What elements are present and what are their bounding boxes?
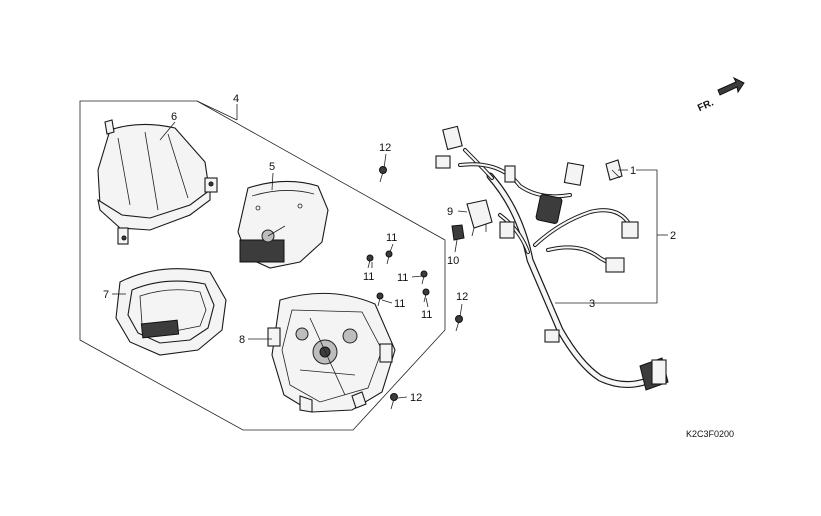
relay-holder — [451, 224, 465, 241]
screw-icon — [366, 254, 374, 269]
callout-4: 4 — [233, 93, 239, 105]
callout-1: 1 — [630, 165, 636, 177]
callout-12-b: 12 — [456, 291, 468, 303]
figure-code: K2C3F0200 — [686, 429, 734, 439]
callout-11-e: 11 — [421, 309, 432, 321]
callout-11-a: 11 — [386, 232, 397, 244]
main-wire-harness — [435, 125, 669, 391]
callout-11-d: 11 — [394, 298, 405, 310]
direction-label: FR. — [696, 97, 715, 114]
screw-icon — [422, 288, 430, 303]
callout-11-c: 11 — [397, 272, 408, 284]
screw-group-11 — [366, 250, 430, 307]
callout-5: 5 — [269, 161, 275, 173]
callout-7: 7 — [103, 289, 109, 301]
screw-icon — [379, 166, 387, 183]
callout-8: 8 — [239, 334, 245, 346]
front-direction-arrow-icon — [717, 76, 745, 96]
callout-9: 9 — [447, 206, 453, 218]
meter-upper-cover — [97, 119, 218, 245]
callout-11-b: 11 — [363, 271, 374, 283]
screw-icon — [385, 250, 393, 265]
meter-case — [267, 292, 396, 413]
callout-2: 2 — [670, 230, 676, 242]
harness-clip — [605, 159, 623, 181]
callout-10: 10 — [447, 255, 459, 267]
screw-icon — [376, 292, 384, 307]
relay — [466, 199, 493, 237]
meter-unit — [237, 180, 329, 269]
meter-bezel — [115, 268, 227, 356]
screw-icon — [455, 315, 463, 332]
screw-icon — [390, 393, 398, 410]
callout-3: 3 — [589, 298, 595, 310]
callout-6: 6 — [171, 111, 177, 123]
callout-12-c: 12 — [410, 392, 422, 404]
leader-lines — [112, 121, 668, 399]
screw-group-12 — [379, 166, 463, 410]
assembly-outline-4 — [79, 100, 446, 431]
screw-icon — [420, 270, 428, 285]
callout-12-a: 12 — [379, 142, 391, 154]
